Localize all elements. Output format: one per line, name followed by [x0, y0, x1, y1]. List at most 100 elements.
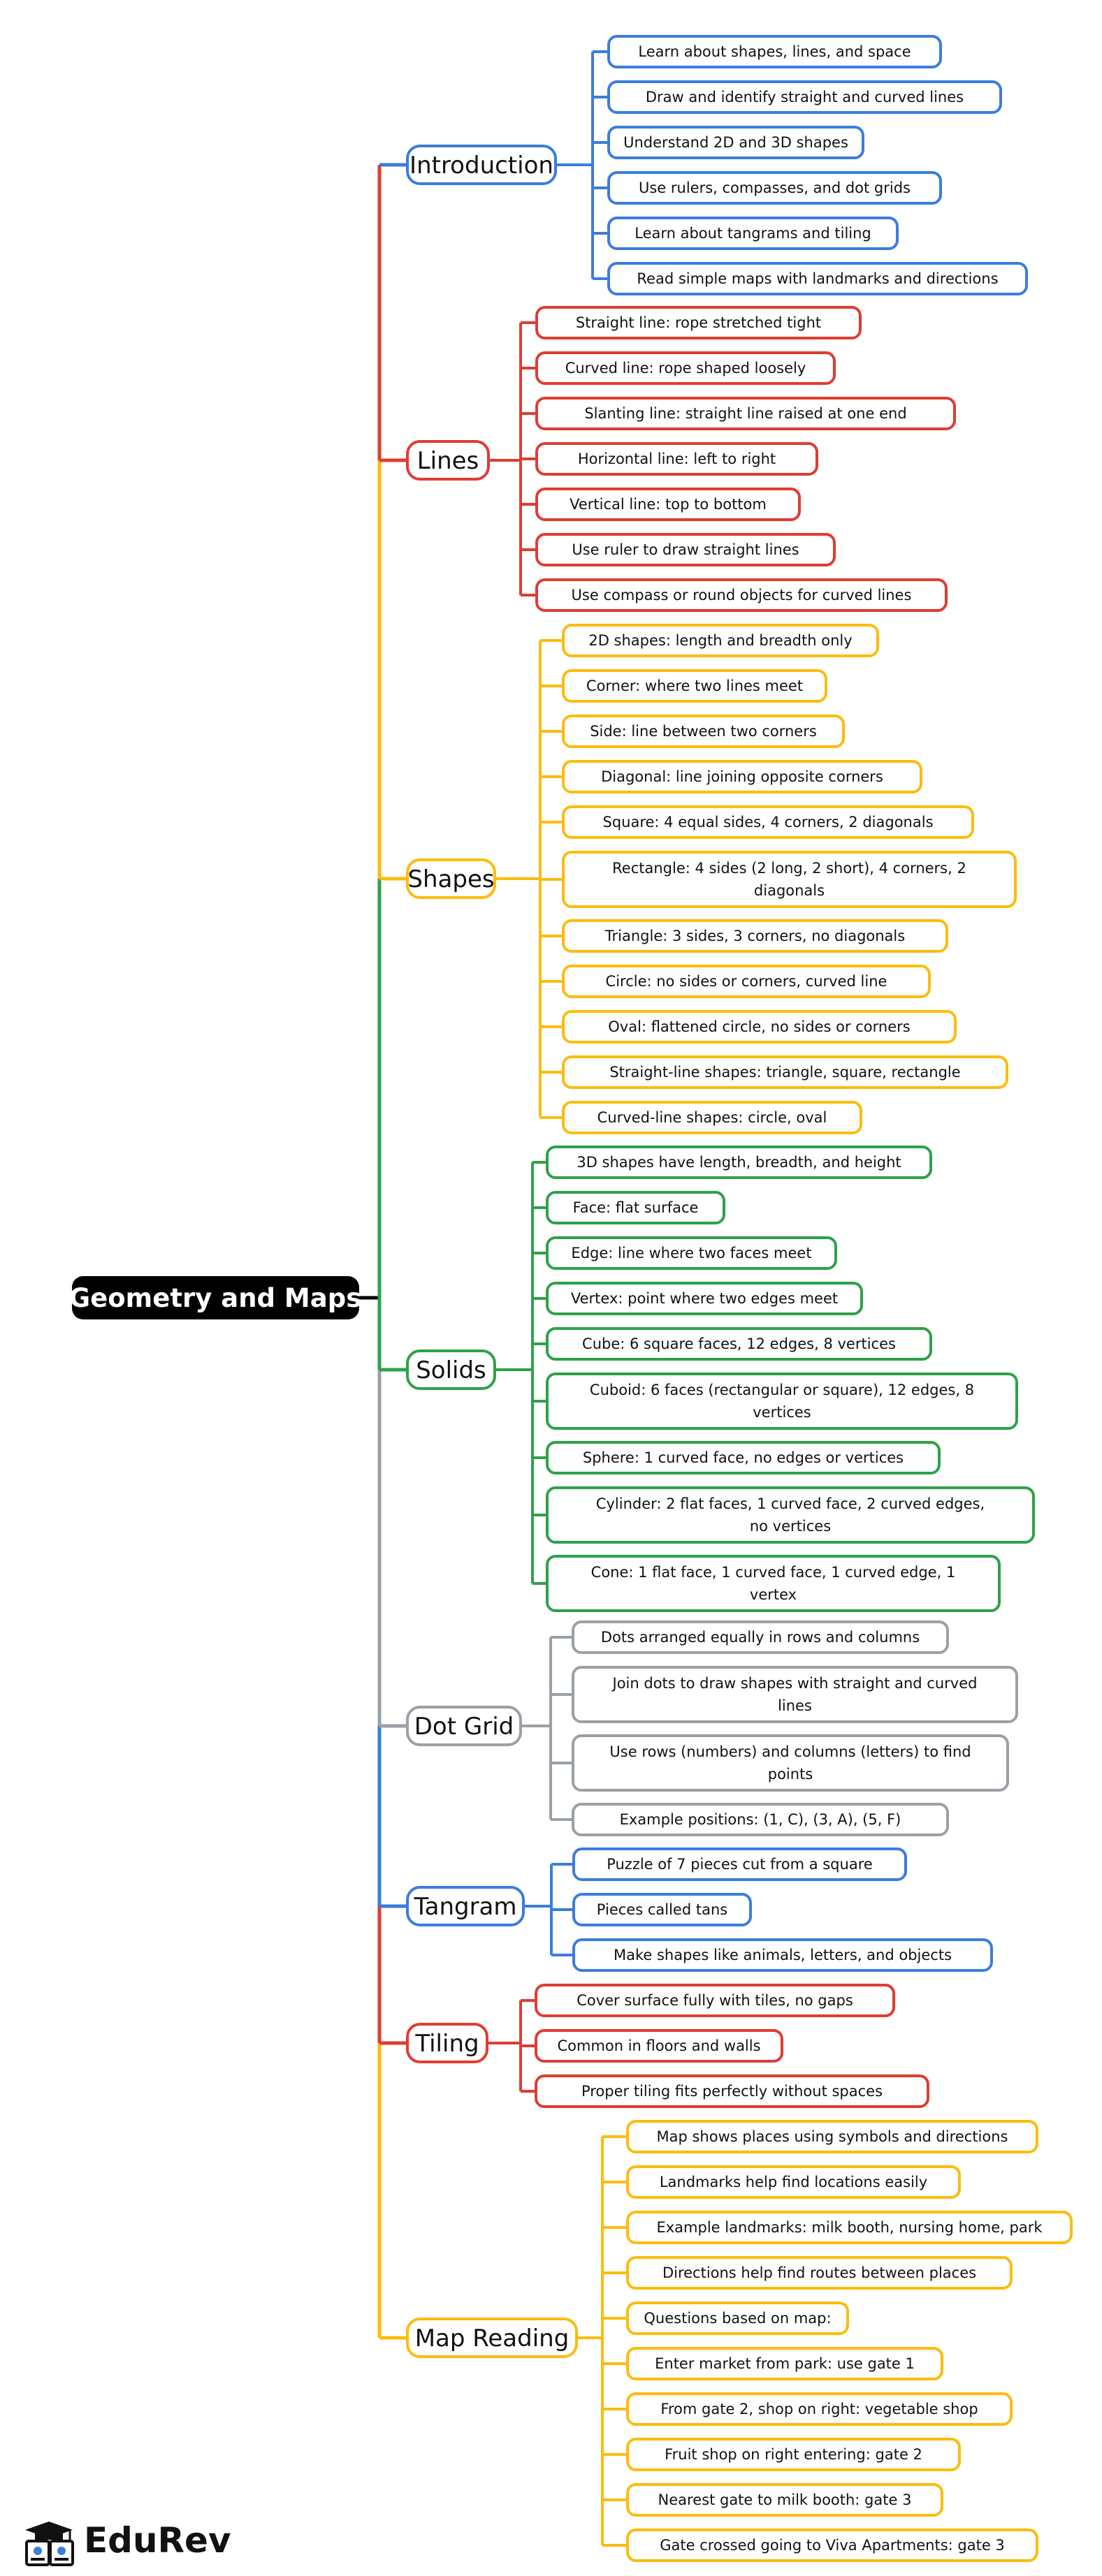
- leaf-node-box: [535, 1984, 895, 2017]
- leaf-node[interactable]: Questions based on map:: [602, 2301, 849, 2335]
- branch-tiling: Tiling Cover surface fully with tiles, no…: [379, 1984, 929, 2108]
- leaf-node[interactable]: Face: flat surface: [532, 1191, 725, 1224]
- leaf-node[interactable]: Square: 4 equal sides, 4 corners, 2 diag…: [540, 805, 974, 839]
- leaf-node[interactable]: Triangle: 3 sides, 3 corners, no diagona…: [540, 919, 948, 953]
- leaf-node[interactable]: Curved line: rope shaped loosely: [521, 351, 836, 385]
- leaf-node-text: Example landmarks: milk booth, nursing h…: [656, 2219, 1043, 2236]
- leaf-node[interactable]: Cube: 6 square faces, 12 edges, 8 vertic…: [532, 1327, 932, 1361]
- leaf-node[interactable]: Slanting line: straight line raised at o…: [521, 397, 956, 430]
- leaf-node-text: Learn about shapes, lines, and space: [638, 43, 911, 60]
- leaf-node[interactable]: 2D shapes: length and breadth only: [540, 624, 879, 657]
- leaf-node-text: Common in floors and walls: [557, 2037, 760, 2054]
- leaf-node-text: Cylinder: 2 flat faces, 1 curved face, 2…: [596, 1495, 985, 1512]
- leaf-node[interactable]: Map shows places using symbols and direc…: [602, 2120, 1038, 2153]
- leaf-node-box: [626, 2165, 961, 2199]
- leaf-node[interactable]: Example landmarks: milk booth, nursing h…: [602, 2211, 1073, 2244]
- leaf-node[interactable]: Cone: 1 flat face, 1 curved face, 1 curv…: [532, 1555, 1001, 1612]
- leaf-node-text: Gate crossed going to Viva Apartments: g…: [660, 2537, 1005, 2554]
- leaf-node[interactable]: Use ruler to draw straight lines: [521, 533, 836, 566]
- leaf-node[interactable]: Draw and identify straight and curved li…: [593, 80, 1002, 114]
- leaf-node-box: [535, 488, 801, 521]
- leaf-node[interactable]: Common in floors and walls: [521, 2029, 783, 2063]
- leaf-node-text: Fruit shop on right entering: gate 2: [665, 2446, 922, 2463]
- leaf-node-text: Directions help find routes between plac…: [662, 2264, 976, 2281]
- leaf-node[interactable]: Puzzle of 7 pieces cut from a square: [551, 1847, 907, 1881]
- leaf-node-text: points: [768, 1766, 813, 1783]
- leaf-node-text: Rectangle: 4 sides (2 long, 2 short), 4 …: [612, 860, 966, 877]
- leaf-node[interactable]: Oval: flattened circle, no sides or corn…: [540, 1010, 957, 1044]
- leaf-node[interactable]: Rectangle: 4 sides (2 long, 2 short), 4 …: [540, 851, 1017, 908]
- leaf-node[interactable]: Cover surface fully with tiles, no gaps: [521, 1984, 895, 2017]
- leaf-node[interactable]: Cylinder: 2 flat faces, 1 curved face, 2…: [532, 1486, 1035, 1544]
- leaf-node[interactable]: Vertical line: top to bottom: [521, 488, 801, 521]
- leaf-node-text: Pieces called tans: [597, 1901, 727, 1918]
- leaf-node[interactable]: Proper tiling fits perfectly without spa…: [521, 2074, 929, 2108]
- leaf-node[interactable]: Side: line between two corners: [540, 715, 845, 748]
- leaf-node[interactable]: Edge: line where two faces meet: [532, 1236, 837, 1270]
- leaf-node-text: Learn about tangrams and tiling: [635, 225, 871, 242]
- leaf-node[interactable]: Straight line: rope stretched tight: [521, 306, 862, 339]
- leaf-node-text: Triangle: 3 sides, 3 corners, no diagona…: [604, 928, 905, 944]
- leaf-node[interactable]: Pieces called tans: [551, 1893, 752, 1926]
- leaf-node-box: [562, 760, 922, 793]
- leaf-node[interactable]: Gate crossed going to Viva Apartments: g…: [602, 2529, 1038, 2562]
- leaf-node-text: Make shapes like animals, letters, and o…: [614, 1947, 952, 1963]
- leaf-node[interactable]: Learn about tangrams and tiling: [593, 217, 899, 250]
- branch-node-label: Map Reading: [415, 2325, 570, 2352]
- leaf-node-box: [562, 715, 845, 748]
- trunk-connectors: [359, 165, 382, 2338]
- leaf-node-text: Cone: 1 flat face, 1 curved face, 1 curv…: [591, 1564, 956, 1581]
- leaf-node-box: [607, 171, 942, 205]
- leaf-node[interactable]: Diagonal: line joining opposite corners: [540, 760, 922, 793]
- leaf-node-text: Nearest gate to milk booth: gate 3: [658, 2491, 912, 2508]
- leaf-node-text: From gate 2, shop on right: vegetable sh…: [660, 2401, 978, 2417]
- leaf-node[interactable]: Understand 2D and 3D shapes: [593, 126, 864, 159]
- leaf-node-text: Proper tiling fits perfectly without spa…: [581, 2083, 883, 2100]
- leaf-node-text: Horizontal line: left to right: [578, 451, 776, 467]
- leaf-node-box: [562, 851, 1017, 908]
- leaf-node-box: [607, 217, 899, 250]
- leaf-node[interactable]: Nearest gate to milk booth: gate 3: [602, 2483, 943, 2517]
- leaf-node[interactable]: Dots arranged equally in rows and column…: [551, 1620, 949, 1654]
- leaf-node[interactable]: Straight-line shapes: triangle, square, …: [540, 1055, 1008, 1089]
- leaf-node-text: Understand 2D and 3D shapes: [623, 134, 848, 151]
- leaf-node-box: [535, 397, 956, 430]
- leaf-node-box: [562, 1010, 957, 1044]
- leaf-node[interactable]: Make shapes like animals, letters, and o…: [551, 1938, 993, 1972]
- leaf-node-text: Example positions: (1, C), (3, A), (5, F…: [620, 1811, 901, 1828]
- leaf-node[interactable]: From gate 2, shop on right: vegetable sh…: [602, 2392, 1013, 2426]
- leaf-node-box: [562, 1101, 862, 1134]
- leaf-node[interactable]: Landmarks help find locations easily: [602, 2165, 961, 2199]
- leaf-node[interactable]: Read simple maps with landmarks and dire…: [593, 262, 1028, 295]
- leaf-node[interactable]: Cuboid: 6 faces (rectangular or square),…: [532, 1373, 1018, 1430]
- leaf-node[interactable]: Example positions: (1, C), (3, A), (5, F…: [551, 1803, 949, 1836]
- leaf-node[interactable]: Corner: where two lines meet: [540, 669, 827, 703]
- leaf-node-text: Vertex: point where two edges meet: [571, 1290, 838, 1307]
- branch-node-label: Shapes: [407, 865, 494, 893]
- leaf-node-box: [546, 1327, 932, 1361]
- leaf-node[interactable]: Vertex: point where two edges meet: [532, 1282, 863, 1315]
- leaf-node[interactable]: Sphere: 1 curved face, no edges or verti…: [532, 1441, 941, 1474]
- leaf-node[interactable]: Curved-line shapes: circle, oval: [540, 1101, 862, 1134]
- leaf-node[interactable]: Use compass or round objects for curved …: [521, 578, 948, 612]
- leaf-node-text: Corner: where two lines meet: [586, 678, 803, 694]
- leaf-node-box: [562, 669, 827, 703]
- branch-node-label: Tiling: [414, 2030, 479, 2058]
- leaf-node[interactable]: Enter market from park: use gate 1: [602, 2347, 943, 2380]
- leaf-node[interactable]: Use rulers, compasses, and dot grids: [593, 171, 942, 205]
- leaf-node[interactable]: Fruit shop on right entering: gate 2: [602, 2438, 961, 2471]
- leaf-node[interactable]: Horizontal line: left to right: [521, 442, 818, 476]
- leaf-node-text: Use rulers, compasses, and dot grids: [639, 180, 911, 196]
- leaf-node[interactable]: Learn about shapes, lines, and space: [593, 35, 942, 68]
- leaf-node[interactable]: Directions help find routes between plac…: [602, 2256, 1013, 2290]
- leaf-node[interactable]: Join dots to draw shapes with straight a…: [551, 1666, 1018, 1723]
- leaf-node-box: [546, 1441, 941, 1474]
- leaf-node-text: Use ruler to draw straight lines: [572, 541, 799, 558]
- leaf-node[interactable]: Circle: no sides or corners, curved line: [540, 965, 931, 998]
- leaf-node[interactable]: Use rows (numbers) and columns (letters)…: [551, 1734, 1009, 1792]
- graduation-cap-book-icon: [25, 2522, 74, 2566]
- leaf-node[interactable]: 3D shapes have length, breadth, and heig…: [532, 1146, 932, 1179]
- leaf-node-text: Slanting line: straight line raised at o…: [584, 405, 906, 422]
